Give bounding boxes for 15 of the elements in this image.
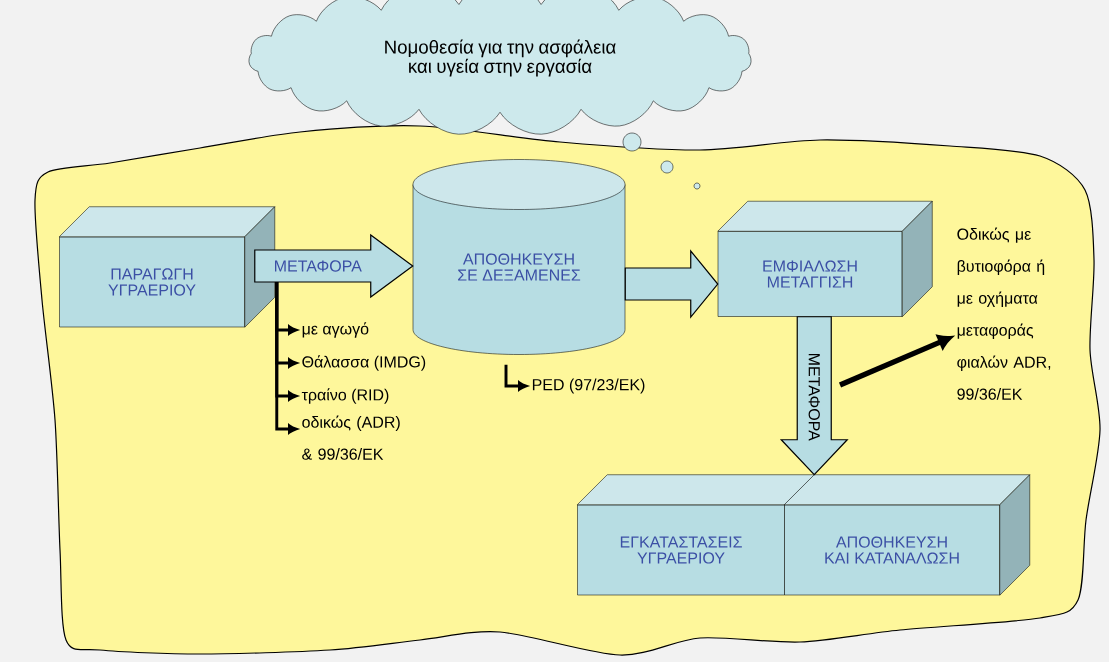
process-box: ΕΜΦΙΑΛΩΣΗ ΜΕΤΑΓΓΙΣΗ (717, 200, 933, 318)
arrow (275, 282, 298, 434)
arrow (838, 334, 953, 388)
process-box: ΕΓΚΑΤΑΣΤΑΣΕΙΣ ΥΓΡΑΕΡΙΟΥ (576, 474, 816, 596)
process-box: ΠΑΡΑΓΩΓΗ ΥΓΡΑΕΡΙΟΥ (58, 206, 276, 328)
note-text: Θάλασσα (IMDG) (302, 355, 426, 371)
tank-cylinder: ΑΠΟΘΗΚΕΥΣΗ ΣΕ ΔΕΞΑΜΕΝΕΣ (412, 159, 626, 355)
note-text: Οδικώς με βυτιοφόρα ή με οχήματα μεταφοράς φιαλών ADR, 99/36/ΕΚ (957, 227, 1051, 400)
process-box: ΑΠΟΘΗΚΕΥΣΗ ΚΑΙ ΚΑΤΑΝΑΛΩΣΗ (783, 474, 1031, 596)
note-text: με αγωγό (302, 322, 369, 338)
arrow (504, 364, 528, 391)
block-arrow (624, 249, 719, 319)
note-text: οδικώς (ADR) & 99/36/ΕΚ (302, 415, 400, 460)
note-text: PED (97/23/ΕΚ) (532, 378, 645, 394)
note-text: τραίνο (RID) (301, 388, 389, 404)
